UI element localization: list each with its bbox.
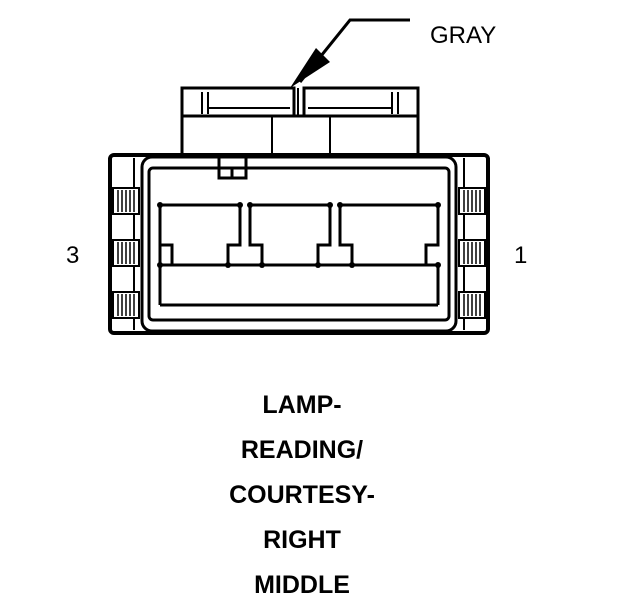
connector-keyway (217, 157, 248, 180)
connector-latch (180, 86, 420, 158)
callout-arrowhead (290, 48, 330, 88)
right-terminal-hatch (463, 190, 481, 316)
connector-title: LAMP- READING/COURTESY- RIGHT MIDDLE (229, 391, 375, 599)
pin-label-left: 3 (66, 242, 79, 269)
callout-label: GRAY (430, 22, 496, 49)
title-line: MIDDLE (254, 571, 350, 599)
latch-detail (201, 88, 399, 156)
title-line: COURTESY- (229, 481, 375, 509)
left-terminal-hatch (117, 190, 135, 316)
title-line: LAMP- (262, 391, 341, 419)
cavity-pin-dots (157, 202, 441, 268)
title-line: READING/ (241, 436, 363, 464)
terminal-cavities (158, 203, 440, 307)
title-line: RIGHT (263, 526, 341, 554)
pin-label-right: 1 (514, 242, 527, 269)
